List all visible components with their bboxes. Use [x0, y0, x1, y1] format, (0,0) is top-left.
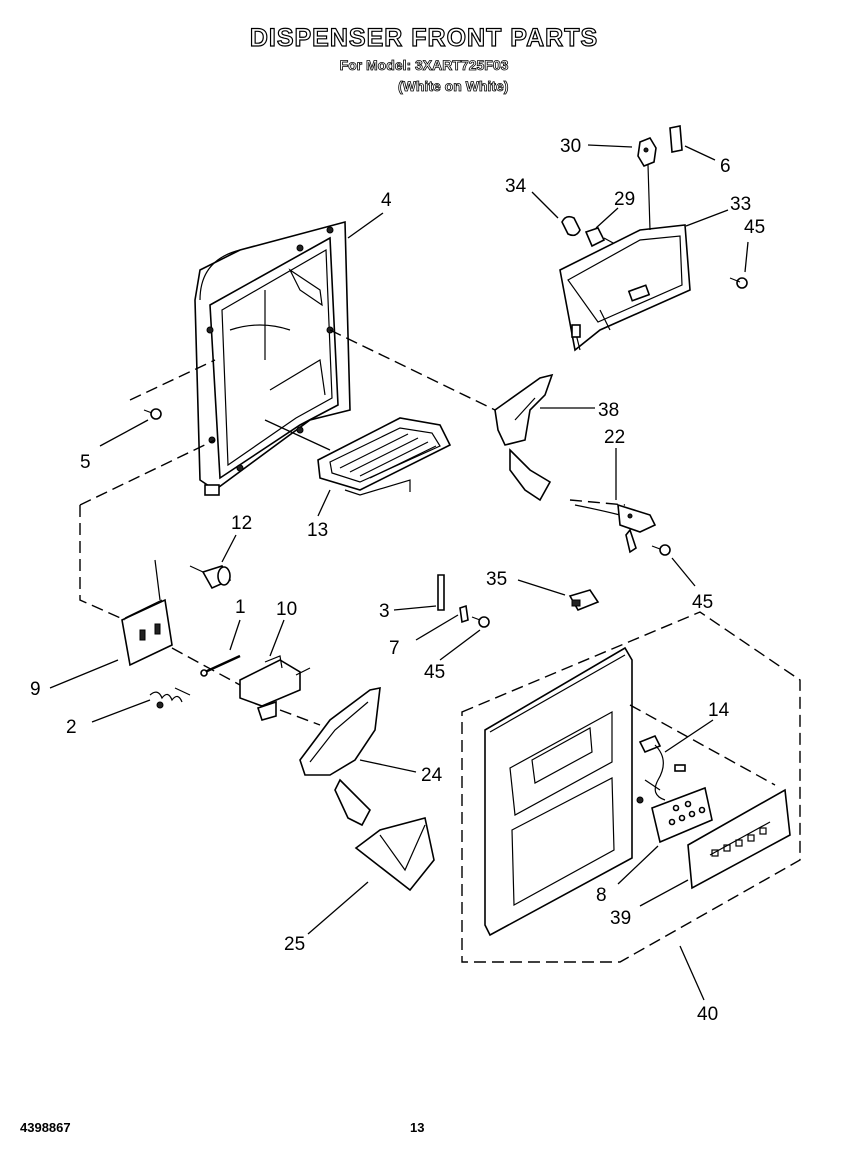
part-40-assembly-outline: [461, 611, 801, 963]
callout-30: 30: [560, 136, 581, 157]
part-2-spring: [149, 687, 191, 709]
callout-38: 38: [598, 400, 619, 421]
part-6-clip: [669, 125, 683, 153]
part-45-screw-right: [651, 544, 671, 556]
callout-3: 3: [379, 601, 390, 622]
callout-10: 10: [276, 599, 297, 620]
page-title: DISPENSER FRONT PARTS: [249, 23, 599, 52]
callout-39: 39: [610, 908, 631, 929]
part-8-control-board: [651, 786, 713, 844]
callout-6: 6: [720, 156, 731, 177]
callout-24: 24: [421, 765, 443, 786]
doc-number: 4398867: [20, 1120, 71, 1135]
callout-45-a: 45: [744, 217, 765, 238]
part-4-housing: [194, 220, 351, 496]
part-10-bracket: [239, 655, 311, 721]
callout-35: 35: [486, 569, 507, 590]
leader-lines: [49, 144, 749, 1001]
callout-2: 2: [66, 717, 77, 738]
callout-29: 29: [614, 189, 635, 210]
part-22-lever: [574, 503, 657, 554]
callout-5: 5: [80, 452, 91, 473]
callout-33: 33: [730, 194, 751, 215]
part-5-screw: [129, 359, 216, 420]
front-panel: [484, 646, 644, 937]
callout-12: 12: [231, 513, 252, 534]
model-line: For Model: 3XART725F03: [339, 57, 509, 74]
callout-25: 25: [284, 934, 305, 955]
part-1-pin: [200, 654, 241, 677]
callout-labels: 30 6 34 29 33 45 4 5 38 22 12 13 35 45 1…: [30, 136, 765, 1025]
part-38-actuator-arm: [494, 373, 554, 502]
part-33-light-housing: [559, 164, 691, 352]
part-45-screw-mid: [471, 616, 490, 628]
callout-9: 9: [30, 679, 41, 700]
callout-22: 22: [604, 427, 625, 448]
part-7-clip: [459, 604, 469, 624]
part-9-module: [79, 439, 241, 686]
part-29-socket: [584, 227, 627, 251]
callout-45-c: 45: [424, 662, 445, 683]
part-39-control-label: [687, 788, 791, 890]
variant-line: (White on White): [398, 78, 509, 95]
callout-7: 7: [389, 638, 400, 659]
part-25-funnel: [354, 817, 435, 892]
page-number: 13: [410, 1120, 425, 1135]
part-35-connector: [568, 589, 600, 612]
part-13-drip-tray: [264, 417, 452, 496]
callout-13: 13: [307, 520, 328, 541]
part-3-actuator: [437, 574, 445, 611]
callout-45-b: 45: [692, 592, 713, 613]
callout-34: 34: [505, 176, 527, 197]
callout-8: 8: [596, 885, 607, 906]
callout-4: 4: [381, 190, 392, 211]
part-24-paddle: [279, 686, 381, 827]
callout-40: 40: [697, 1004, 718, 1025]
part-12-solenoid: [189, 565, 232, 590]
callout-14: 14: [708, 700, 730, 721]
part-30-switch: [637, 137, 657, 167]
part-34-bulb: [561, 215, 581, 237]
part-14-harness: [629, 704, 776, 801]
callout-1: 1: [235, 597, 246, 618]
part-45-screw-top: [729, 277, 748, 289]
